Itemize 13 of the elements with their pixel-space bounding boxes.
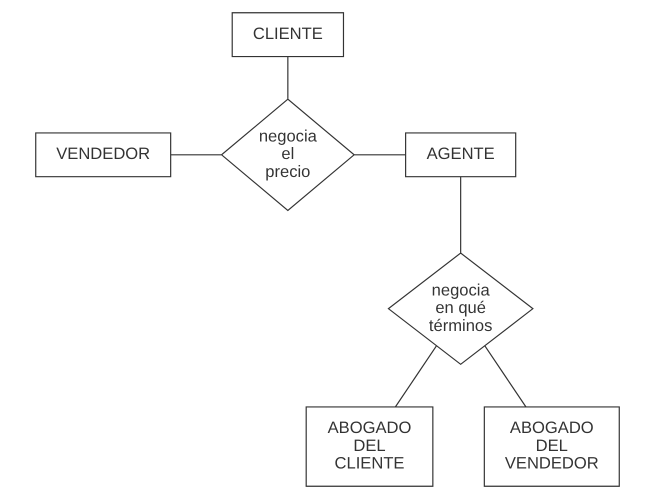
node-box: AGENTE — [405, 132, 516, 178]
connector — [460, 176, 462, 253]
node-box: ABOGADO DEL VENDEDOR — [484, 406, 620, 487]
node-diamond: negocia en qué términos — [387, 252, 534, 366]
node-diamond: negocia el precio — [220, 98, 356, 212]
node-box: ABOGADO DEL CLIENTE — [306, 406, 434, 487]
connector — [484, 346, 526, 408]
connector — [171, 154, 222, 156]
connector — [354, 154, 406, 156]
node-box: CLIENTE — [232, 12, 344, 58]
connector — [287, 56, 288, 99]
node-box: VENDEDOR — [35, 132, 172, 178]
connector — [394, 346, 437, 408]
